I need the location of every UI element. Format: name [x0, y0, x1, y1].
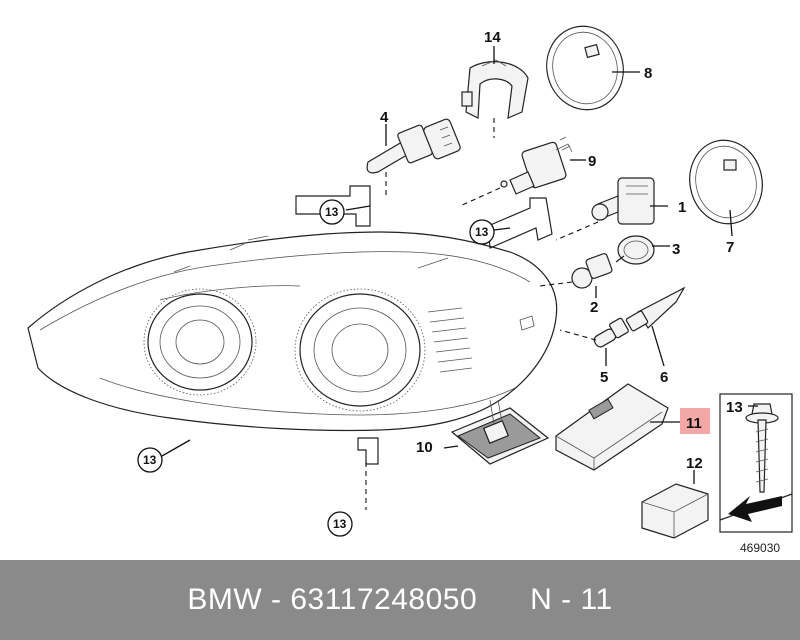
headlight-exploded-view: 1 2 3 4 5 6 7 8 9 10 11 12 13 14 13 13 1…: [27, 25, 793, 555]
callout-5: 5: [600, 369, 608, 386]
part-8-ring: [546, 25, 624, 111]
callout-3: 3: [672, 241, 680, 258]
callout-10: 10: [416, 439, 433, 456]
callout-8: 8: [644, 65, 652, 82]
svg-text:13: 13: [475, 225, 489, 239]
position-label: N - 11: [530, 583, 613, 616]
part-13-screw: [719, 393, 793, 533]
circled-13-c: 13: [137, 447, 163, 473]
headlight-housing: [27, 185, 558, 465]
part-6-holder: [625, 286, 686, 332]
callout-7: 7: [726, 239, 734, 256]
callout-9: 9: [588, 153, 596, 170]
callout-labels: 1 2 3 4 5 6 7 8 9 10 11 12 13 14 13 13 1…: [137, 29, 780, 555]
circled-13-b: 13: [469, 219, 495, 245]
parts-diagram: 1 2 3 4 5 6 7 8 9 10 11 12 13 14 13 13 1…: [27, 25, 793, 555]
part-5-bulb: [593, 317, 629, 348]
part-14-clip: [461, 59, 529, 119]
callout-11-highlight: [680, 408, 710, 434]
spacer: [477, 583, 530, 617]
part-info-bar: BMW - 63117248050 N - 11: [0, 560, 800, 640]
callout-4: 4: [380, 109, 389, 126]
part-number: 63117248050: [290, 583, 478, 616]
separator: -: [262, 583, 291, 616]
part-3-cap: [615, 235, 655, 265]
part-4-bulb: [366, 118, 461, 174]
callout-13: 13: [726, 399, 743, 416]
brand-label: BMW: [187, 583, 263, 616]
svg-text:13: 13: [325, 205, 339, 219]
callout-12: 12: [686, 455, 703, 472]
svg-text:13: 13: [143, 453, 157, 467]
part-2-bulb: [571, 253, 613, 289]
callout-1: 1: [678, 199, 686, 216]
circled-13-d: 13: [327, 511, 353, 537]
part-11-module: [555, 383, 669, 471]
callout-2: 2: [590, 299, 598, 316]
leader-lines: [161, 46, 758, 510]
callout-11: 11: [686, 415, 702, 432]
part-12-box: [641, 483, 709, 539]
callout-14: 14: [484, 29, 501, 46]
callout-6: 6: [660, 369, 668, 386]
svg-text:13: 13: [333, 517, 347, 531]
part-10-control-unit: [450, 399, 550, 465]
part-1-bulb-holder: [591, 177, 655, 225]
part-7-ring: [689, 139, 763, 225]
circled-13-a: 13: [319, 199, 345, 225]
diagram-reference-number: 469030: [740, 541, 780, 555]
part-9-socket: [500, 136, 573, 195]
